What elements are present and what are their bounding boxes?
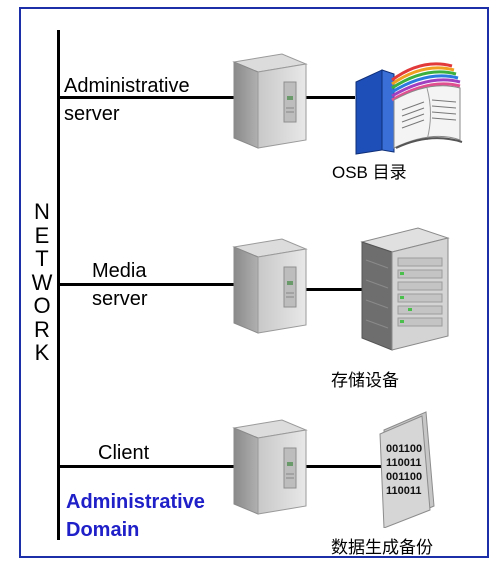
data-backup-caption: 数据生成备份 <box>331 538 433 558</box>
network-label-letter: N <box>34 199 50 224</box>
media-device-connector <box>303 288 365 291</box>
media-server-connector <box>58 283 236 286</box>
client-connector <box>58 465 236 468</box>
network-label-letter: R <box>34 316 50 342</box>
network-label-letter: O <box>33 293 51 318</box>
data-document-icon: 001100 110011 001100 110011 <box>379 411 435 528</box>
domain-line1: Administrative <box>66 491 205 513</box>
server-tower-icon <box>232 53 308 149</box>
network-label-letter: K <box>34 340 50 365</box>
data-line: 110011 <box>386 457 422 469</box>
admin-device-connector <box>303 96 355 99</box>
client-label: Client <box>98 442 150 464</box>
server-tower-icon <box>232 419 308 515</box>
data-line: 001100 <box>386 443 422 455</box>
media-server-label-line1: Media <box>92 260 147 282</box>
storage-device-caption: 存储设备 <box>331 371 399 391</box>
admin-server-connector <box>58 96 236 99</box>
osb-catalog-caption: OSB 目录 <box>332 163 407 182</box>
domain-line2: Domain <box>66 519 140 541</box>
administrative-domain-label: Administrative Domain <box>66 488 205 544</box>
client-device-connector <box>303 465 381 468</box>
media-server-label-line2: server <box>92 288 148 310</box>
admin-server-label-line2: server <box>64 103 120 125</box>
admin-server-label-line1: Administrative <box>64 75 190 97</box>
network-label-letter: T <box>35 246 49 271</box>
network-label-letter: W <box>31 269 53 295</box>
book-icon <box>355 62 463 155</box>
server-tower-icon <box>232 238 308 334</box>
data-line: 001100 <box>386 471 422 483</box>
network-label-letter: E <box>34 222 50 248</box>
data-line: 110011 <box>386 485 422 497</box>
storage-rack-icon <box>360 227 450 351</box>
